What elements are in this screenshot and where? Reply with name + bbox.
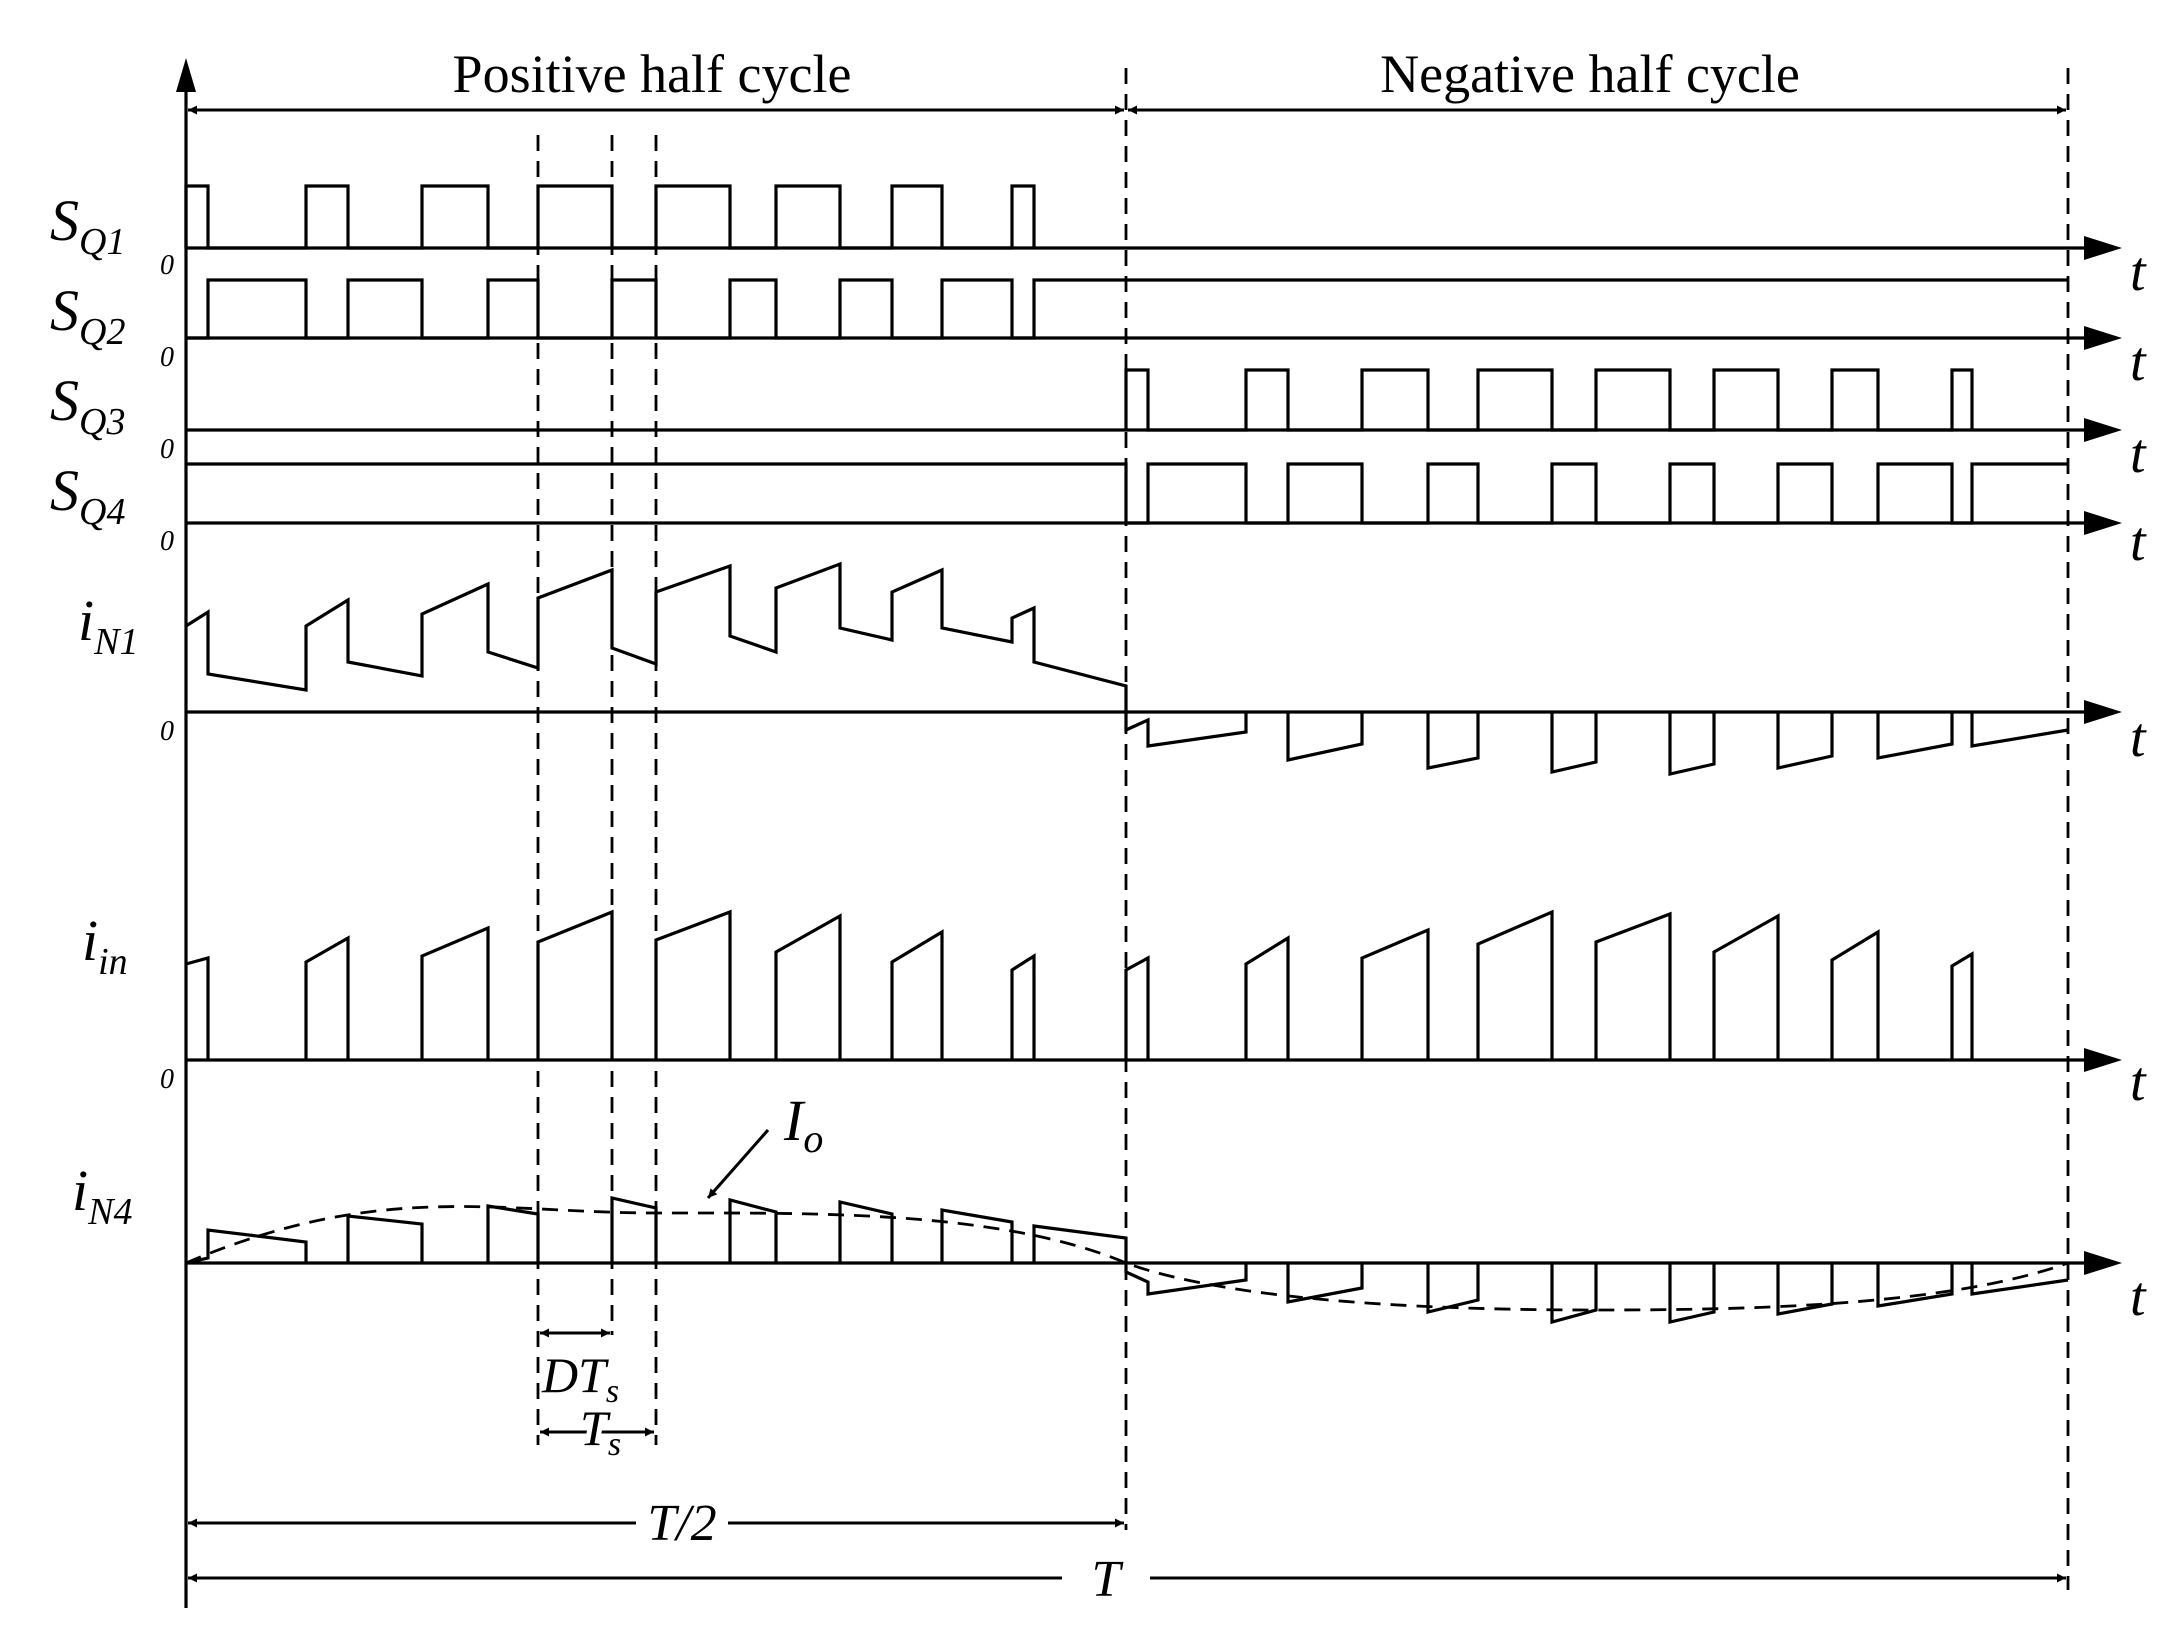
sq4-zero-label: 0 bbox=[160, 526, 174, 557]
sq1-axis-arrow-icon bbox=[2084, 236, 2122, 260]
in1-t-label: t bbox=[2130, 707, 2147, 769]
in4-axis-arrow-icon bbox=[2084, 1251, 2122, 1275]
sq4-t-label: t bbox=[2130, 511, 2147, 573]
sq2-waveform bbox=[186, 278, 2068, 340]
sq3-t-label: t bbox=[2130, 423, 2147, 485]
in1-axis-arrow-icon bbox=[2084, 700, 2122, 724]
half-period-label-bg bbox=[636, 1495, 728, 1549]
iin-zero-label: 0 bbox=[160, 1064, 174, 1095]
sq4-axis-arrow-icon bbox=[2084, 511, 2122, 535]
sq4-waveform bbox=[186, 462, 2068, 525]
in1-label: iN1 bbox=[78, 588, 138, 663]
sq3-axis-arrow-icon bbox=[2084, 418, 2122, 442]
sq3-label: SQ3 bbox=[50, 368, 125, 443]
period-label: T bbox=[1092, 1551, 1124, 1608]
sq2-t-label: t bbox=[2130, 331, 2147, 393]
io-label: Io bbox=[783, 1088, 823, 1161]
channel-labels: SQ1 SQ2 SQ3 SQ4 iN1 iin iN4 bbox=[50, 188, 138, 1233]
sq4-label: SQ4 bbox=[50, 458, 125, 533]
vertical-axis-arrow-icon bbox=[176, 58, 196, 92]
period-label-bg bbox=[1062, 1550, 1150, 1604]
positive-half-cycle-title: Positive half cycle bbox=[453, 44, 852, 104]
sq3-waveform bbox=[1124, 368, 1974, 432]
in4-t-label: t bbox=[2130, 1266, 2147, 1328]
waveforms bbox=[184, 184, 2069, 1325]
in4-waveform bbox=[185, 1195, 2069, 1325]
in1-zero-label: 0 bbox=[160, 716, 174, 747]
iin-axis-arrow-icon bbox=[2084, 1048, 2122, 1072]
half-period-label: T/2 bbox=[647, 1495, 716, 1552]
io-average-current-curve bbox=[185, 1205, 2069, 1312]
sq2-axis-arrow-icon bbox=[2084, 326, 2122, 350]
iin-waveform bbox=[185, 909, 1974, 1060]
negative-half-cycle-title: Negative half cycle bbox=[1380, 44, 1800, 104]
zero-labels: 0 0 0 0 0 0 bbox=[160, 250, 174, 1095]
time-labels: t t t t t t t bbox=[2130, 241, 2147, 1328]
io-pointer-line bbox=[706, 1129, 770, 1199]
sq1-zero-label: 0 bbox=[160, 250, 174, 281]
dts-label: DTs bbox=[541, 1347, 619, 1410]
sq3-zero-label: 0 bbox=[160, 434, 174, 465]
in4-label: iN4 bbox=[72, 1158, 132, 1233]
sq1-waveform bbox=[184, 184, 1036, 250]
in1-waveform bbox=[185, 561, 2069, 777]
sq1-label: SQ1 bbox=[50, 188, 125, 263]
iin-label: iin bbox=[82, 908, 128, 983]
sq2-label: SQ2 bbox=[50, 278, 125, 353]
iin-t-label: t bbox=[2130, 1051, 2147, 1113]
sq1-t-label: t bbox=[2130, 241, 2147, 303]
sq2-zero-label: 0 bbox=[160, 342, 174, 373]
